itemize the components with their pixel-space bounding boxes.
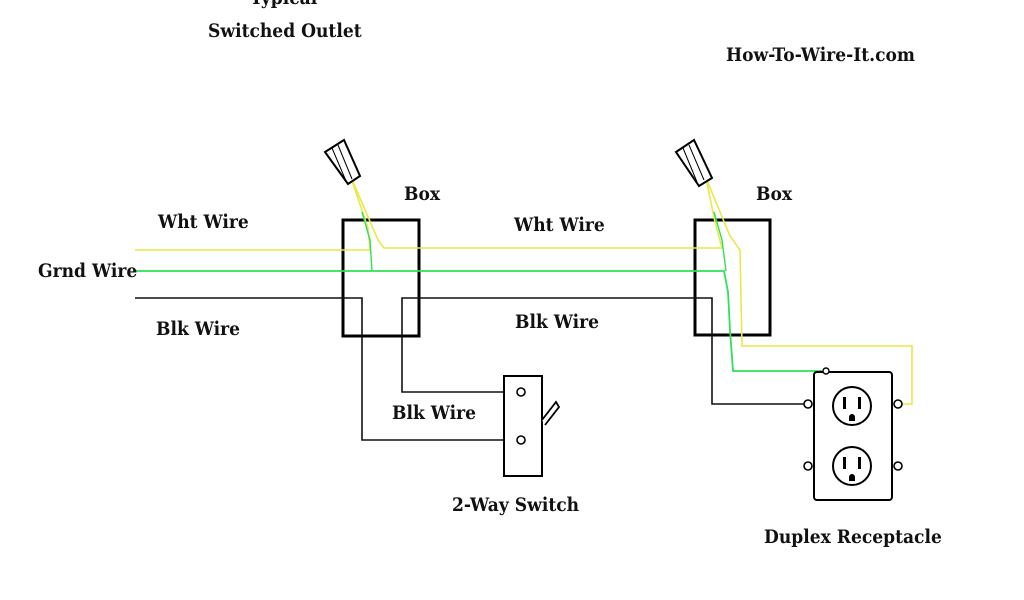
white-wire-between-boxes (397, 177, 724, 249)
label-duplex-receptacle: Duplex Receptacle (764, 526, 942, 548)
title-line-switched-outlet: Switched Outlet (208, 20, 362, 42)
label-box-left: Box (404, 183, 441, 205)
label-grnd-wire: Grnd Wire (38, 260, 138, 282)
white-wire-right-splice (705, 177, 913, 405)
label-wht-wire-left: Wht Wire (158, 211, 249, 233)
left-junction-box (341, 218, 421, 338)
label-box-right: Box (756, 183, 793, 205)
label-two-way-switch: 2-Way Switch (452, 494, 580, 516)
site-name: How-To-Wire-It.com (726, 44, 916, 66)
ground-wire (135, 270, 822, 372)
two-way-switch (503, 375, 561, 477)
duplex-receptacle (803, 367, 903, 501)
wire-nut-left (323, 138, 362, 186)
label-blk-wire-left: Blk Wire (156, 318, 241, 340)
ground-wire-left-pigtail (361, 211, 373, 272)
label-blk-wire-switch: Blk Wire (392, 402, 477, 424)
black-wire-feed (135, 297, 520, 441)
right-junction-box (693, 218, 772, 337)
label-blk-wire-middle: Blk Wire (515, 311, 600, 333)
wire-nut-right (674, 138, 714, 188)
black-wire-switch-leg (401, 297, 808, 405)
title-line-typical: Typical (250, 0, 317, 8)
white-wire-left-splice (349, 174, 397, 249)
label-wht-wire-middle: Wht Wire (514, 214, 605, 236)
ground-wire-right-pigtail (713, 211, 727, 272)
